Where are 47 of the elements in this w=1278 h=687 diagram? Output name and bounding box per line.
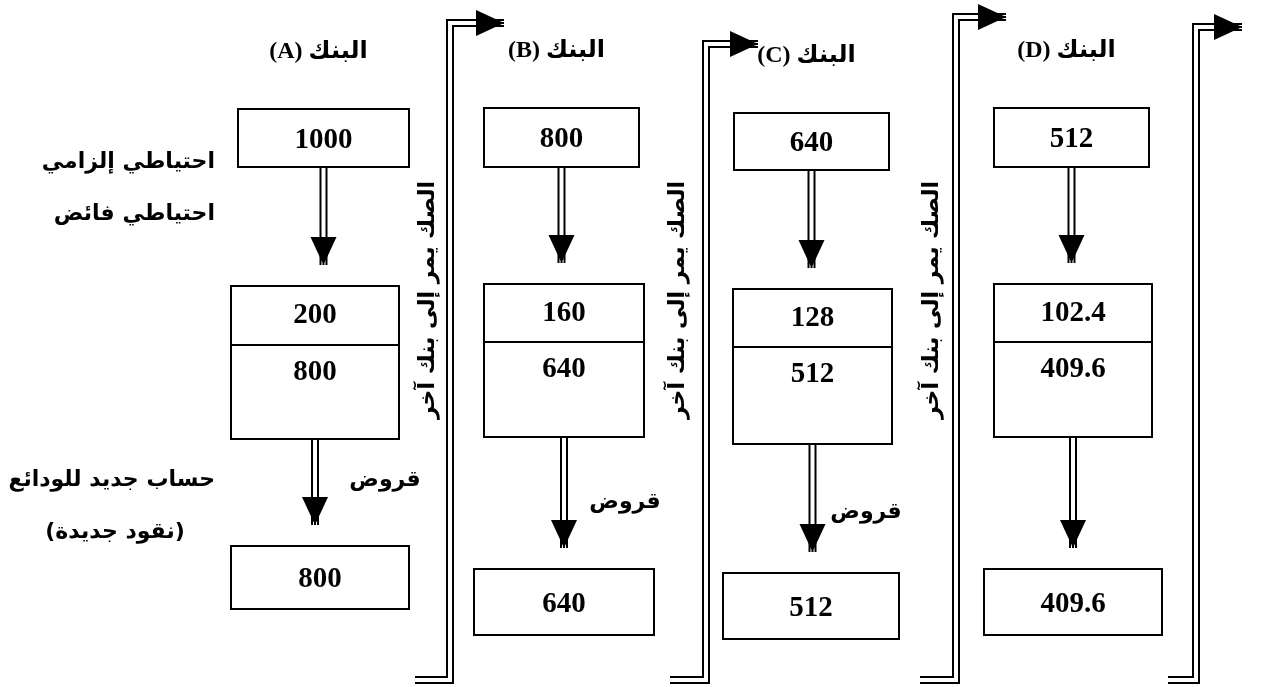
bank-title: البنك (A)	[269, 36, 368, 64]
arrow	[1058, 167, 1085, 264]
value-box	[237, 108, 410, 168]
vertical-label: الصك يمر إلى بنك آخر	[917, 180, 943, 420]
value-text: 128	[789, 298, 836, 333]
split-box	[732, 288, 893, 445]
side-label: (نقود جديدة)	[45, 517, 185, 543]
side-label: احتياطي إلزامي	[41, 147, 215, 173]
value-text: 800	[539, 121, 584, 154]
value-text: 640	[542, 585, 586, 619]
value-text: 1000	[294, 121, 353, 155]
value-text: 512	[789, 355, 836, 389]
value-text: 409.6	[1039, 350, 1107, 384]
value-text: 102.4	[1039, 293, 1107, 328]
arrow	[799, 444, 826, 553]
split-box	[483, 283, 645, 438]
arrow	[798, 170, 825, 269]
value-box	[733, 112, 890, 171]
vertical-label: الصك يمر إلى بنك آخر	[663, 180, 689, 420]
split-box	[993, 283, 1153, 438]
value-box	[230, 545, 410, 610]
value-box	[483, 107, 640, 168]
arrow	[551, 437, 577, 549]
value-box	[993, 107, 1150, 168]
side-label: حساب جديد للودائع	[8, 465, 215, 491]
bank-title: البنك (C)	[757, 40, 856, 68]
value-box	[722, 572, 900, 640]
value-text: 409.6	[1040, 585, 1106, 619]
value-box	[983, 568, 1163, 636]
bank-title: البنك (B)	[507, 35, 606, 63]
value-text: 512	[1049, 121, 1094, 154]
arrow	[548, 167, 575, 264]
value-text: 640	[541, 350, 587, 384]
value-box	[473, 568, 655, 636]
split-box	[230, 285, 400, 440]
value-text: 640	[789, 125, 834, 158]
arrow	[1060, 437, 1086, 549]
value-text: 512	[789, 589, 833, 623]
arrow	[302, 439, 328, 526]
value-text: 200	[292, 296, 338, 330]
bank-title: البنك (D)	[1017, 35, 1116, 63]
vertical-label: الصك يمر إلى بنك آخر	[413, 180, 439, 420]
value-text: 800	[298, 561, 342, 594]
value-text: 800	[292, 353, 338, 387]
arrow	[310, 167, 337, 266]
value-text: 160	[541, 293, 587, 328]
side-label: احتياطي فائض	[53, 199, 215, 225]
